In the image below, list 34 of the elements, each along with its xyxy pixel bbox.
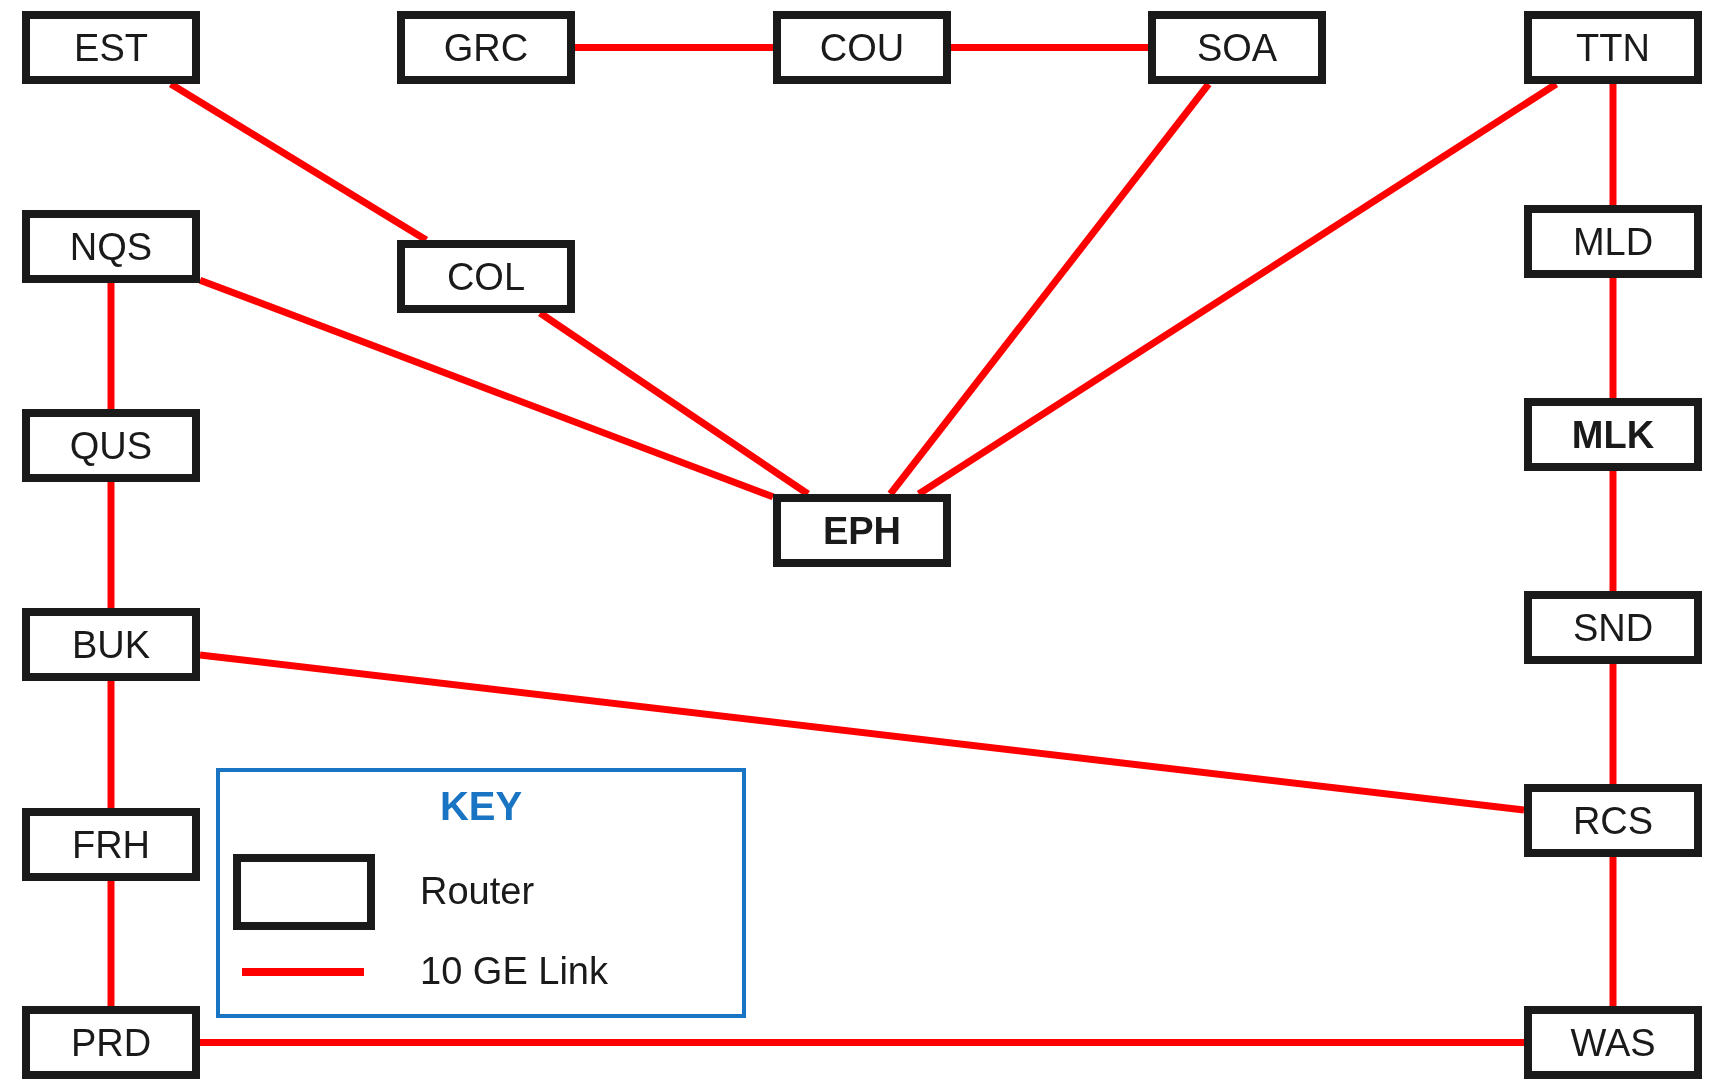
- legend-title: KEY: [438, 786, 524, 826]
- router-box: FRH: [22, 808, 200, 881]
- link-line: [1609, 664, 1617, 784]
- router-box: SOA: [1148, 11, 1326, 84]
- router-box: MLK: [1524, 398, 1702, 471]
- router-box: BUK: [22, 608, 200, 681]
- router-box: PRD: [22, 1006, 200, 1079]
- link-line: [200, 1039, 1524, 1046]
- router-box: TTN: [1524, 11, 1702, 84]
- link-line: [1609, 278, 1617, 398]
- router-box: EST: [22, 11, 200, 84]
- link-line: [1609, 857, 1617, 1006]
- router-box: WAS: [1524, 1006, 1702, 1079]
- router-box: RCS: [1524, 784, 1702, 857]
- router-box: GRC: [397, 11, 575, 84]
- link-line: [107, 283, 115, 409]
- link-line: [198, 276, 775, 501]
- router-box: EPH: [773, 494, 951, 567]
- link-line: [1609, 471, 1617, 591]
- router-box: QUS: [22, 409, 200, 482]
- link-line: [107, 881, 115, 1006]
- router-box: COL: [397, 240, 575, 313]
- link-line: [199, 651, 1525, 814]
- link-line: [1609, 84, 1617, 205]
- router-box: COU: [773, 11, 951, 84]
- legend-text: Router: [420, 872, 535, 910]
- link-line: [107, 681, 115, 808]
- link-line: [951, 44, 1148, 51]
- link-line: [107, 482, 115, 608]
- router-box: SND: [1524, 591, 1702, 664]
- link-line: [575, 44, 773, 51]
- router-box: NQS: [22, 210, 200, 283]
- legend-text: 10 GE Link: [420, 952, 608, 990]
- router-box: MLD: [1524, 205, 1702, 278]
